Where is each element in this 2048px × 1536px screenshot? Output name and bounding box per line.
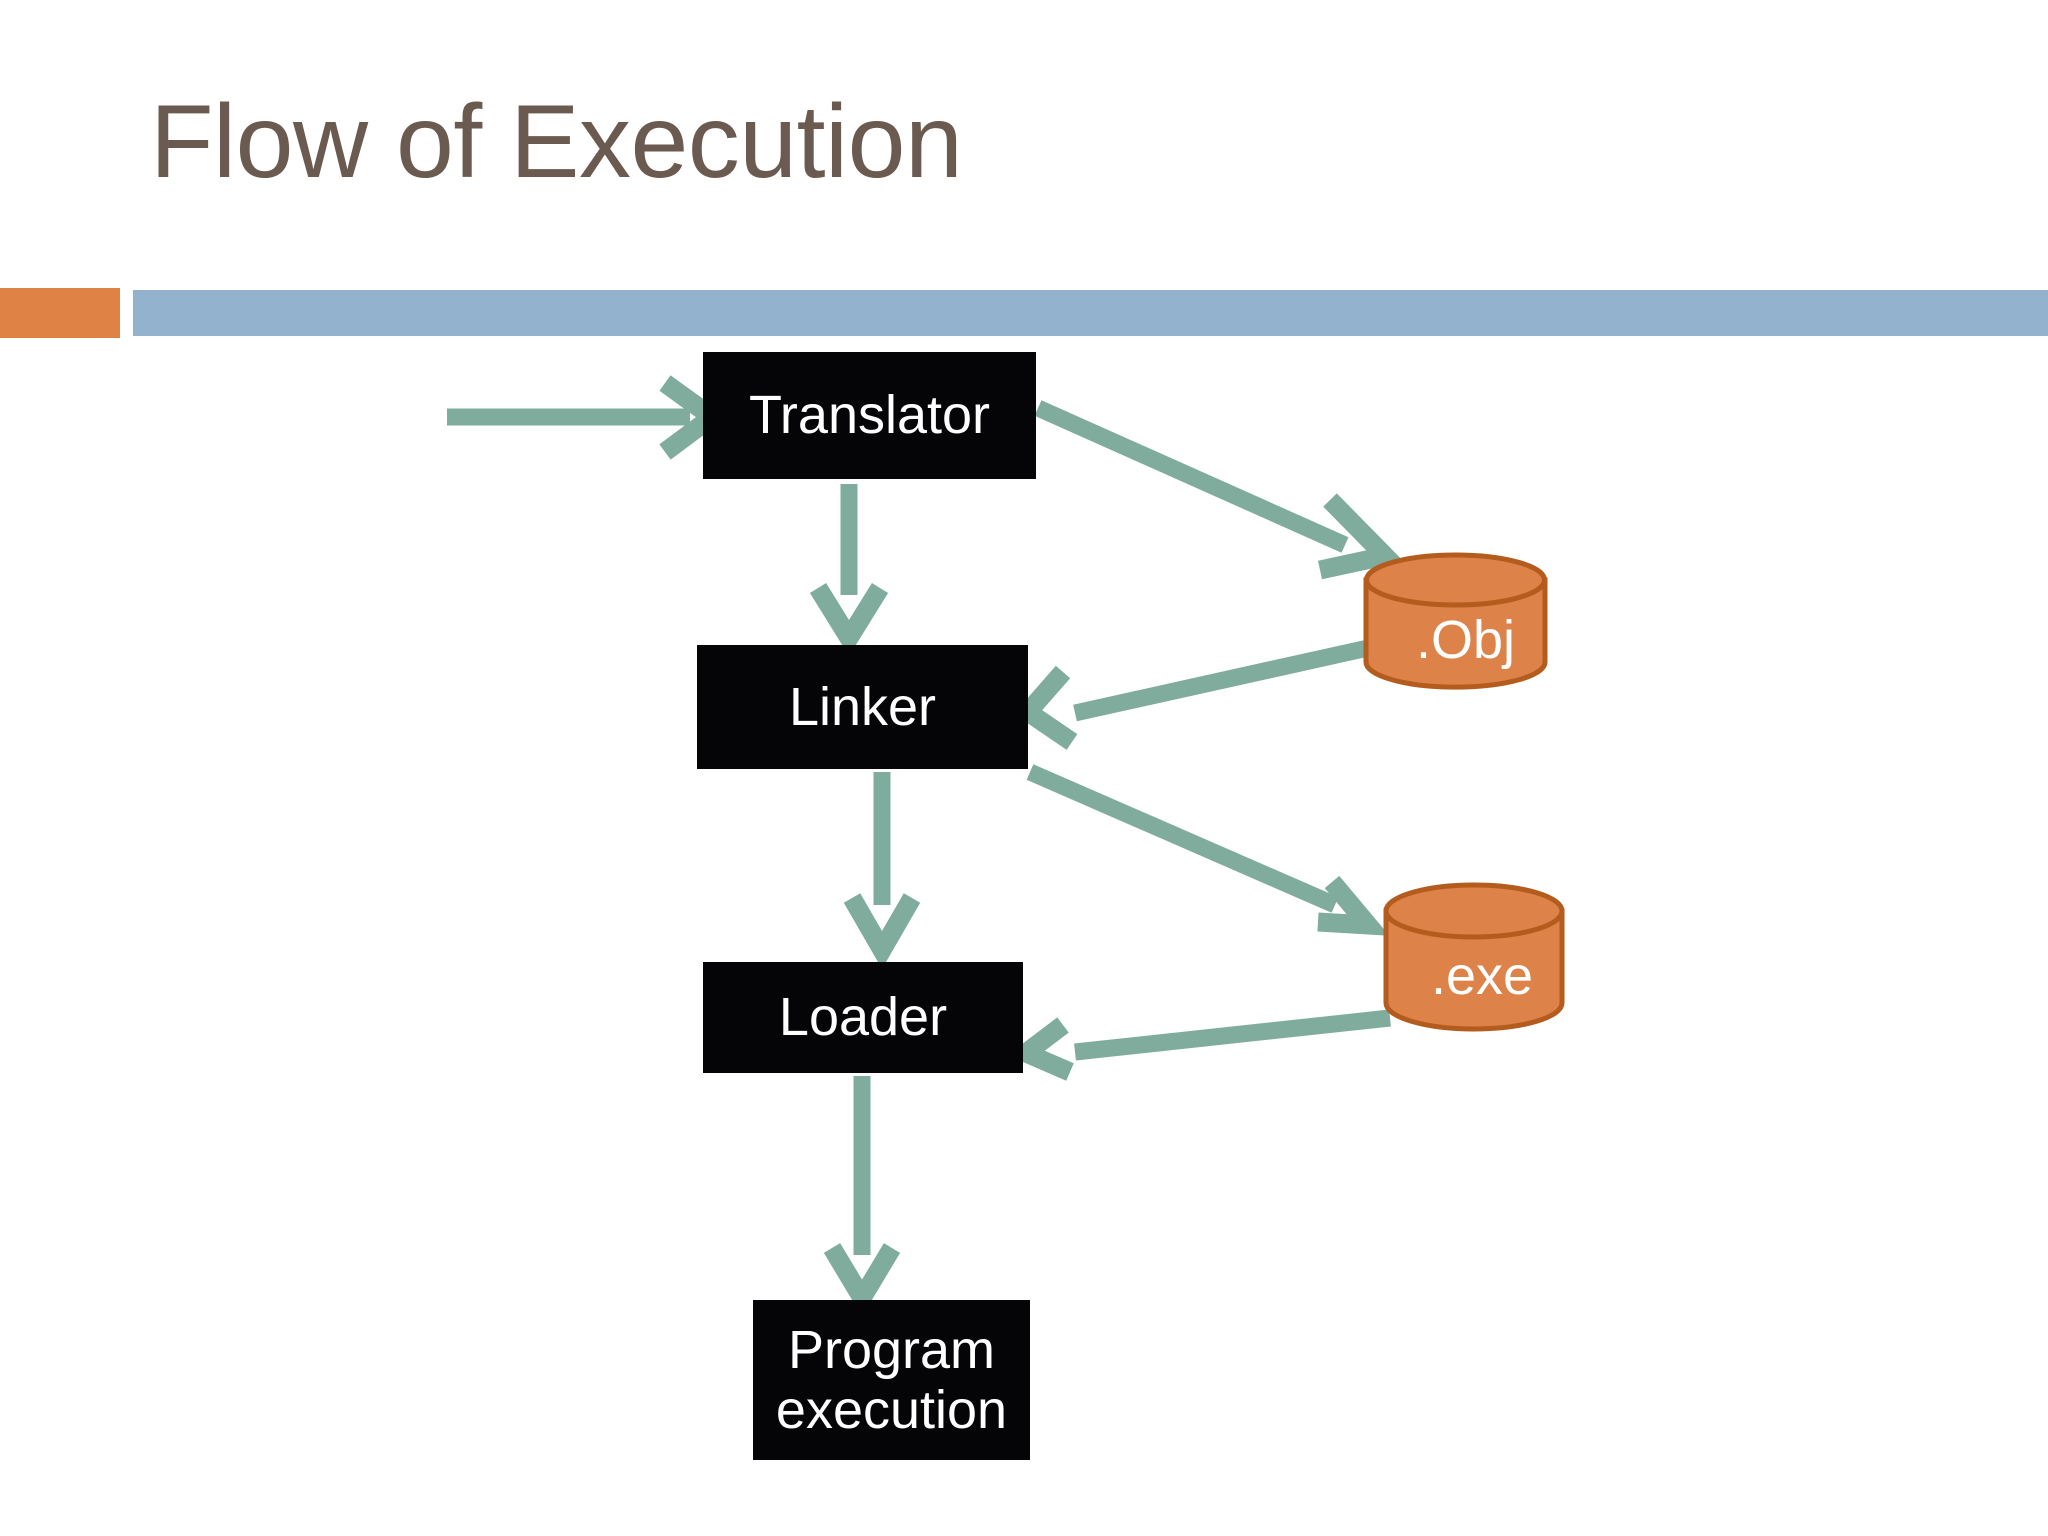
process-box-translator[interactable]: Translator — [703, 352, 1036, 479]
arrow-obj-to-linker — [1013, 639, 1370, 750]
arrow-linker-to-loader — [843, 772, 921, 970]
program-label-line2: execution — [775, 1380, 1008, 1440]
accent-bar-blue — [133, 290, 2048, 336]
cylinder-icon — [1363, 552, 1548, 690]
arrow-source-to-translator — [447, 375, 729, 460]
data-store-obj[interactable]: .Obj — [1363, 552, 1548, 690]
accent-bar-orange — [0, 288, 120, 338]
arrow-exe-to-loader — [1007, 1009, 1391, 1081]
program-label-line1: Program — [787, 1319, 996, 1380]
process-box-program-execution[interactable]: Program execution — [753, 1300, 1030, 1460]
cylinder-icon — [1383, 882, 1565, 1032]
page-title: Flow of Execution — [150, 84, 963, 200]
arrow-translator-to-linker — [809, 484, 889, 657]
data-store-exe[interactable]: .exe — [1383, 882, 1565, 1033]
process-box-loader[interactable]: Loader — [703, 962, 1023, 1073]
process-box-linker[interactable]: Linker — [697, 645, 1028, 769]
arrow-loader-to-program — [823, 1076, 901, 1317]
arrow-translator-to-obj — [1034, 400, 1404, 580]
arrow-linker-to-exe — [1026, 764, 1390, 936]
